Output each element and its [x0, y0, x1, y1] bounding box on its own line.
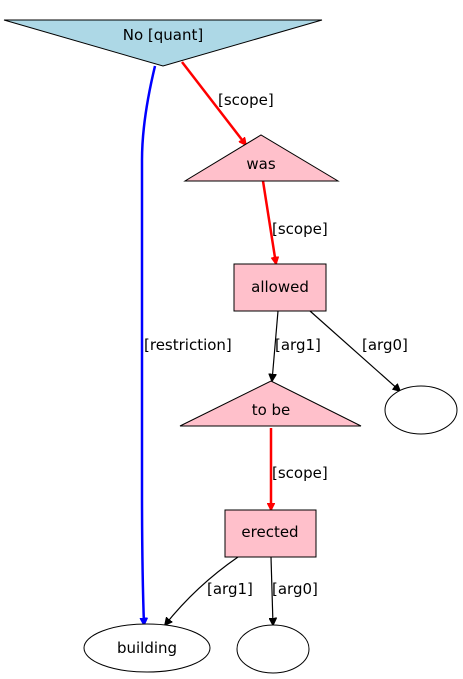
node-erected[interactable]: erected — [224, 509, 317, 558]
edge-label-restriction: [restriction] — [144, 336, 232, 354]
edge-label-arg1: [arg1] — [207, 580, 253, 598]
edge-label-arg0: [arg0] — [362, 336, 408, 354]
node-no-quant[interactable]: No [quant] — [3, 19, 323, 67]
edge-allowed-to-tobe: [arg1] — [272, 310, 321, 381]
edge-label-scope: [scope] — [218, 91, 274, 109]
node-label: erected — [241, 523, 298, 541]
node-building[interactable]: building — [83, 623, 211, 673]
node-to-be[interactable]: to be — [179, 380, 362, 427]
edge-allowed-to-empty: [arg0] — [309, 310, 408, 391]
edge-erected-to-empty: [arg0] — [271, 556, 318, 625]
edge-tobe-to-erected: [scope] — [271, 428, 328, 510]
edge-label-arg0: [arg0] — [272, 580, 318, 598]
node-empty-arg0-allowed[interactable] — [384, 385, 458, 435]
edge-label-arg1: [arg1] — [275, 336, 321, 354]
edge-label-scope: [scope] — [272, 464, 328, 482]
node-was[interactable]: was — [183, 134, 340, 182]
node-allowed[interactable]: allowed — [233, 263, 327, 312]
node-label: building — [117, 639, 177, 657]
edge-no-to-was: [scope] — [181, 61, 274, 145]
node-label: was — [246, 155, 275, 173]
edge-was-to-allowed: [scope] — [261, 180, 328, 264]
edge-label-scope: [scope] — [272, 220, 328, 238]
node-label: to be — [252, 401, 291, 419]
node-label: No [quant] — [123, 26, 203, 44]
node-empty-arg0-erected[interactable] — [236, 624, 310, 674]
node-label: allowed — [251, 278, 309, 296]
edge-no-to-building: [restriction] — [142, 65, 232, 625]
edge-erected-to-building: [arg1] — [165, 556, 253, 625]
